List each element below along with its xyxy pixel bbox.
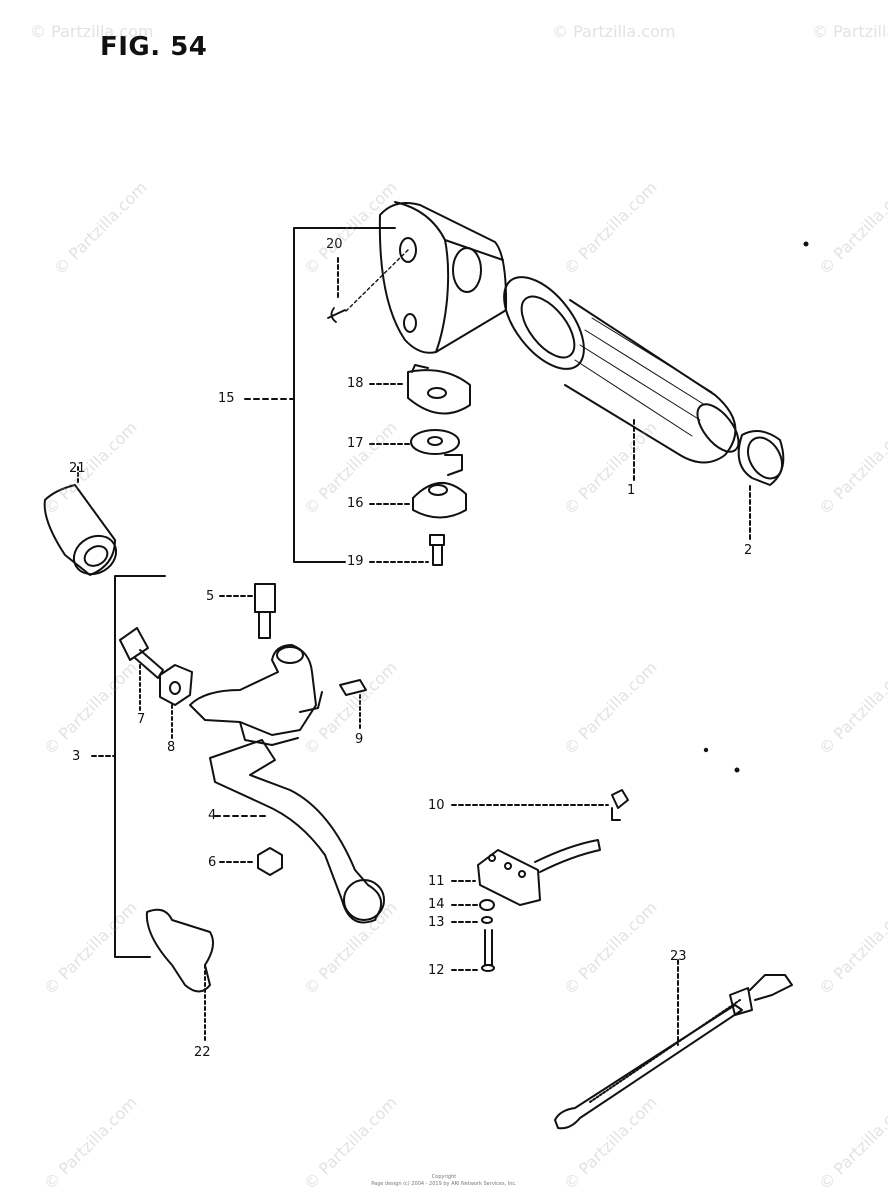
callout-11: 11 [428, 874, 445, 889]
footer-page-design: Page design (c) 2004 - 2019 by ARI Netwo… [371, 1181, 517, 1187]
callout-5: 5 [206, 589, 215, 604]
cable-tie-drawing [554, 959, 793, 1130]
part-17-drawing [410, 429, 463, 476]
watermark: © Partzilla.com [30, 22, 154, 41]
callout-22: 22 [194, 1045, 211, 1060]
callout-13: 13 [428, 915, 445, 930]
callout-21: 21 [69, 461, 86, 476]
screw-9-drawing [339, 679, 367, 731]
end-cap-drawing [737, 430, 785, 541]
lever-4-drawing [209, 739, 385, 924]
part-19-drawing [429, 534, 445, 566]
callout-18: 18 [347, 376, 364, 391]
grip-drawing [503, 276, 740, 484]
callout-6: 6 [208, 855, 217, 870]
switch-14-drawing [451, 899, 495, 911]
callout-7: 7 [137, 712, 146, 727]
callout-15: 15 [218, 391, 235, 406]
callout-8: 8 [167, 740, 176, 755]
callout-10: 10 [428, 798, 445, 813]
callout-2: 2 [744, 543, 753, 558]
callout-3: 3 [72, 749, 81, 764]
bolt-5-drawing [219, 583, 276, 639]
part-16-drawing [412, 481, 467, 519]
callout-14: 14 [428, 897, 445, 912]
switch-housing-drawing [327, 201, 508, 354]
bracket-3 [91, 575, 166, 958]
part-18-drawing [407, 364, 471, 415]
lever-holder-drawing [189, 644, 323, 746]
nut-8-drawing [159, 664, 193, 739]
callout-20: 20 [326, 237, 343, 252]
switch-13-drawing [451, 916, 493, 924]
switch-11-drawing [451, 839, 601, 906]
boot-22-drawing [145, 908, 215, 1041]
figure-title: FIG. 54 [100, 32, 208, 62]
switch-12-drawing [451, 929, 495, 972]
watermark: © Partzilla.com [552, 22, 676, 41]
callout-17: 17 [347, 436, 364, 451]
watermark: © Partzilla.com [812, 22, 888, 41]
nut-6-drawing [219, 847, 283, 876]
callout-1: 1 [627, 483, 636, 498]
callout-19: 19 [347, 554, 364, 569]
callout-23: 23 [670, 949, 687, 964]
footer-copyright: Copyright [431, 1174, 457, 1180]
callout-12: 12 [428, 963, 445, 978]
callout-16: 16 [347, 496, 364, 511]
callout-4: 4 [208, 808, 217, 823]
switch-10-drawing [451, 789, 629, 821]
boot-21-drawing [43, 464, 118, 576]
bracket-15 [244, 227, 429, 563]
callout-9: 9 [355, 732, 364, 747]
